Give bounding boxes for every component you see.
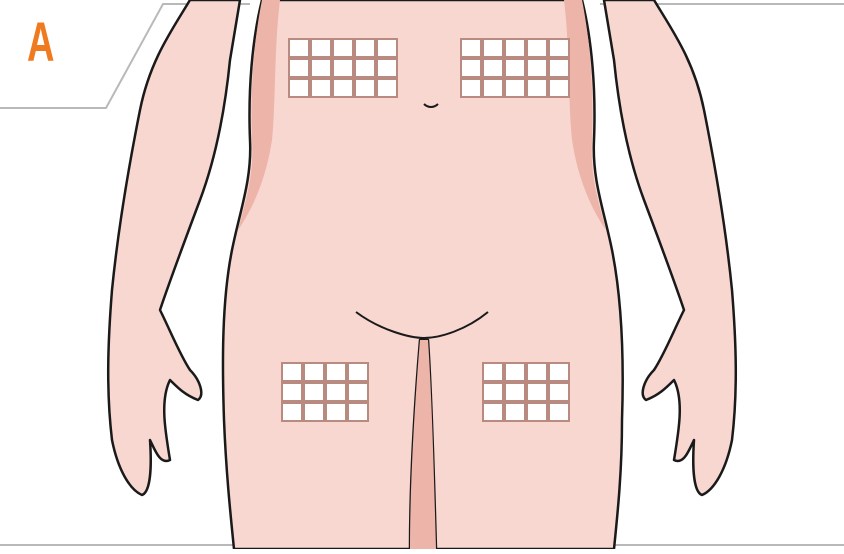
grid-cell bbox=[462, 40, 480, 56]
grid-cell bbox=[305, 404, 323, 420]
right-arm bbox=[604, 0, 736, 495]
grid-cell bbox=[327, 404, 345, 420]
grid-cell bbox=[506, 404, 524, 420]
grid-cell bbox=[356, 40, 374, 56]
grid-cell bbox=[349, 364, 367, 380]
grid-cell bbox=[550, 384, 568, 400]
grid-cell bbox=[506, 364, 524, 380]
grid-cell bbox=[528, 60, 546, 76]
grid-cell bbox=[327, 384, 345, 400]
grid-cell bbox=[528, 80, 546, 96]
grid-cell bbox=[550, 80, 568, 96]
grid-cell bbox=[378, 60, 396, 76]
grid-cell bbox=[528, 364, 546, 380]
grid-cell bbox=[290, 80, 308, 96]
grid-cell bbox=[484, 364, 502, 380]
grid-cell bbox=[462, 60, 480, 76]
grid-cell bbox=[356, 60, 374, 76]
grid-cell bbox=[550, 40, 568, 56]
grid-cell bbox=[484, 80, 502, 96]
grid-cell bbox=[506, 40, 524, 56]
grid-cell bbox=[462, 80, 480, 96]
grid-cell bbox=[312, 60, 330, 76]
grid-cell bbox=[290, 40, 308, 56]
grid-cell bbox=[312, 80, 330, 96]
grid-cell bbox=[528, 384, 546, 400]
grid-cell bbox=[550, 364, 568, 380]
grid-cell bbox=[283, 404, 301, 420]
grid-cell bbox=[312, 40, 330, 56]
grid-cell bbox=[334, 60, 352, 76]
injection-grid-abdomen-left bbox=[288, 38, 398, 98]
grid-cell bbox=[334, 80, 352, 96]
grid-cell bbox=[283, 384, 301, 400]
panel-label: A bbox=[27, 14, 55, 70]
grid-cell bbox=[290, 60, 308, 76]
grid-cell bbox=[378, 40, 396, 56]
grid-cell bbox=[506, 80, 524, 96]
grid-cell bbox=[484, 40, 502, 56]
grid-cell bbox=[484, 404, 502, 420]
grid-cell bbox=[484, 60, 502, 76]
grid-cell bbox=[349, 384, 367, 400]
grid-cell bbox=[327, 364, 345, 380]
grid-cell bbox=[506, 60, 524, 76]
grid-cell bbox=[550, 404, 568, 420]
grid-cell bbox=[334, 40, 352, 56]
grid-cell bbox=[305, 384, 323, 400]
grid-cell bbox=[283, 364, 301, 380]
grid-cell bbox=[305, 364, 323, 380]
grid-cell bbox=[484, 384, 502, 400]
grid-cell bbox=[550, 60, 568, 76]
grid-cell bbox=[356, 80, 374, 96]
grid-cell bbox=[528, 404, 546, 420]
grid-cell bbox=[378, 80, 396, 96]
grid-cell bbox=[528, 40, 546, 56]
left-arm bbox=[108, 0, 240, 495]
grid-cell bbox=[506, 384, 524, 400]
injection-grid-thigh-left bbox=[281, 362, 369, 422]
injection-grid-abdomen-right bbox=[460, 38, 570, 98]
injection-grid-thigh-right bbox=[482, 362, 570, 422]
grid-cell bbox=[349, 404, 367, 420]
